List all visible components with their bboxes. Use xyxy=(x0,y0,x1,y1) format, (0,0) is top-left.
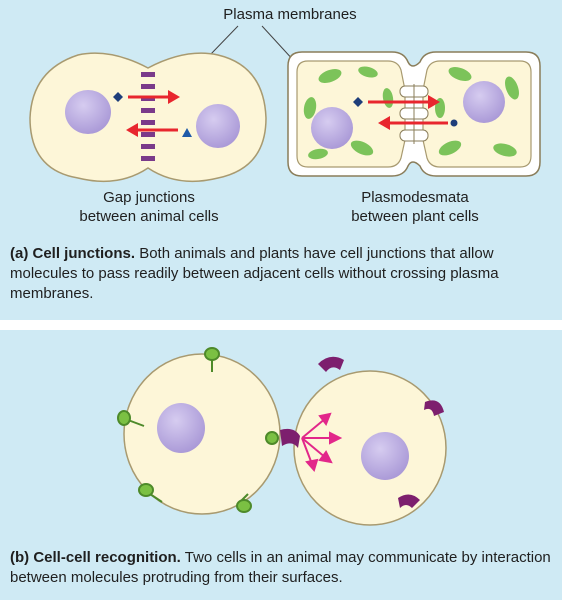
label-between-animal-cells: between animal cells xyxy=(79,208,219,225)
plant-nucleus-left xyxy=(311,107,353,149)
caption-b-text: Two cells in an animal may communicate b… xyxy=(10,549,551,586)
animal-nucleus-right xyxy=(196,104,240,148)
leader-line-animal xyxy=(209,25,239,56)
label-plasmodesmata: Plasmodesmata xyxy=(361,189,469,206)
caption-cell-junctions: (a) Cell junctions. Both animals and pla… xyxy=(10,244,554,304)
plasmodesmata-arrows xyxy=(353,95,458,130)
animal-nucleus-left xyxy=(65,90,111,134)
chloroplasts xyxy=(303,66,519,160)
cell-junctions-diagram xyxy=(29,25,541,183)
caption-b-title: (b) Cell-cell recognition. xyxy=(10,549,181,566)
left-cell-nucleus xyxy=(157,403,205,453)
label-between-plant-cells: between plant cells xyxy=(351,208,479,225)
panel-cell-junctions: Plasma membranes Gap junctions between a… xyxy=(0,0,562,320)
label-plasma-membranes: Plasma membranes xyxy=(223,6,357,23)
plant-nucleus-right xyxy=(463,81,505,123)
cell-recognition-diagram xyxy=(117,347,447,526)
panel-cell-recognition: (b) Cell-cell recognition. Two cells in … xyxy=(0,330,562,600)
caption-cell-recognition: (b) Cell-cell recognition. Two cells in … xyxy=(10,548,554,588)
animal-cell-pair xyxy=(29,52,267,183)
ligand-molecules xyxy=(117,347,279,513)
caption-a-text: Both animals and plants have cell juncti… xyxy=(10,245,499,302)
label-gap-junctions: Gap junctions xyxy=(103,189,195,206)
caption-a-title: (a) Cell junctions. xyxy=(10,245,136,262)
animal-cells xyxy=(29,52,267,183)
right-cell-nucleus xyxy=(361,432,409,480)
leader-line-plant xyxy=(261,25,296,63)
gap-junction-arrows xyxy=(113,90,192,137)
signal-arrows xyxy=(301,412,343,473)
plant-cells xyxy=(287,51,541,177)
receptor-proteins xyxy=(280,356,444,508)
